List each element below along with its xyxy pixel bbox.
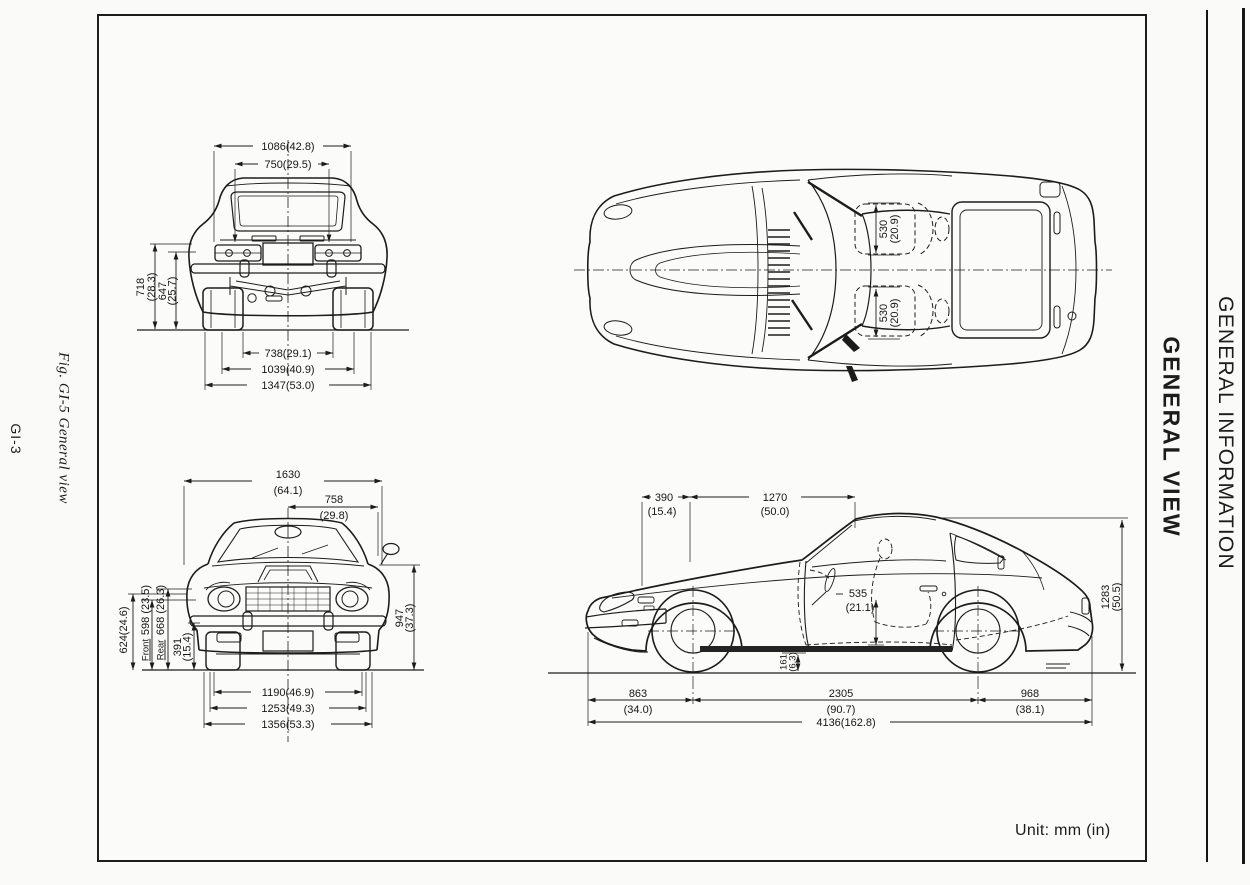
dim-side-535-in: (21.1) (846, 602, 875, 614)
dim-seat-rear-in: (20.9) (889, 299, 901, 328)
cowl-louvers (768, 229, 790, 336)
front-view-dimensions: 1630 (64.1) 758 (29.8) 624(24.6) Front 5… (118, 469, 420, 731)
dim-rear-width-upper: 1086(42.8) (261, 141, 314, 153)
dim-side-390-in: (15.4) (648, 506, 677, 518)
rear-view-drawing: 1086(42.8) 750(29.5) 718 (28.3) 647 (25.… (135, 140, 409, 392)
dim-rear-width-inner: 750(29.5) (264, 159, 311, 171)
dim-front-hood-mm: 758 (325, 494, 343, 506)
side-view-body (548, 512, 1136, 678)
dim-front-height-in: (37.3) (404, 604, 416, 633)
dim-rear-height-inner-mm: 647 (157, 282, 169, 300)
side-view-dimensions: 390 (15.4) 1270 (50.0) 535 (21.1) 161 (6… (587, 492, 1128, 729)
dim-side-rear-overhang-mm: 968 (1021, 688, 1039, 700)
seat-outlines (854, 202, 950, 338)
top-view-dimensions: 530 (20.9) 530 (20.9) (868, 202, 901, 340)
dim-front-left4-in: (15.4) (181, 633, 193, 662)
dim-front-lower-outer: 1356(53.3) (261, 719, 314, 731)
dim-front-left2: 598 (23.5) (140, 585, 152, 635)
dim-front-left2-label: Front (141, 639, 152, 662)
dim-rear-height-outer-mm: 718 (135, 278, 147, 296)
dim-side-wheelbase-in: (90.7) (827, 704, 856, 716)
interior-dashed-lines (797, 538, 1069, 646)
dim-side-sill-mm: 161 (779, 654, 790, 670)
dim-side-390-mm: 390 (655, 492, 673, 504)
dim-rear-lower-outer: 1347(53.0) (261, 380, 314, 392)
dim-rear-height-inner-in: (25.7) (166, 277, 178, 306)
drawing-frame (97, 14, 1147, 862)
dim-side-1270-mm: 1270 (763, 492, 787, 504)
dim-front-height-mm: 947 (394, 609, 406, 627)
dim-front-left1: 624(24.6) (118, 606, 130, 653)
side-view-drawing: 390 (15.4) 1270 (50.0) 535 (21.1) 161 (6… (548, 492, 1136, 729)
dim-side-wheelbase-mm: 2305 (829, 688, 853, 700)
dim-front-lower-mid: 1253(49.3) (261, 703, 314, 715)
dim-side-535-mm: 535 (849, 588, 867, 600)
dim-seat-rear-mm: 530 (878, 304, 890, 322)
top-view-drawing: 530 (20.9) 530 (20.9) (574, 168, 1112, 382)
dim-side-height-mm: 1283 (1100, 585, 1112, 609)
dim-front-left3: 668 (26.3) (155, 585, 167, 635)
dim-seat-front-in: (20.9) (889, 215, 901, 244)
dim-side-overall-length: 4136(162.8) (816, 717, 875, 729)
dim-side-front-overhang-in: (34.0) (624, 704, 653, 716)
front-view-body (142, 508, 424, 742)
dim-front-width-in: (64.1) (274, 485, 303, 497)
dim-side-sill-in: (6.3) (788, 652, 799, 672)
dim-side-height-in: (50.5) (1111, 583, 1123, 612)
dim-front-left3-label: Rear (156, 640, 167, 661)
dim-front-width-mm: 1630 (276, 469, 300, 481)
dim-side-1270-in: (50.0) (761, 506, 790, 518)
front-view-drawing: 1630 (64.1) 758 (29.8) 624(24.6) Front 5… (118, 469, 424, 742)
unit-label: Unit: mm (in) (1015, 822, 1111, 839)
dim-seat-front-mm: 530 (878, 220, 890, 238)
dim-front-left4-mm: 391 (172, 638, 184, 656)
rear-view-body (137, 140, 409, 376)
top-view-body (574, 168, 1112, 382)
tab-divider-line (1206, 10, 1208, 862)
dim-front-hood-in: (29.8) (320, 510, 349, 522)
dim-rear-lower-inner: 738(29.1) (264, 348, 311, 360)
rear-view-dimensions: 1086(42.8) 750(29.5) 718 (28.3) 647 (25.… (135, 141, 372, 392)
dim-side-rear-overhang-in: (38.1) (1016, 704, 1045, 716)
dim-front-lower-inner: 1190(46.9) (262, 687, 314, 699)
dim-rear-lower-mid: 1039(40.9) (261, 364, 314, 376)
dim-rear-height-outer-in: (28.3) (146, 273, 158, 302)
page-edge-line (1242, 8, 1245, 864)
dim-side-front-overhang-mm: 863 (629, 688, 647, 700)
